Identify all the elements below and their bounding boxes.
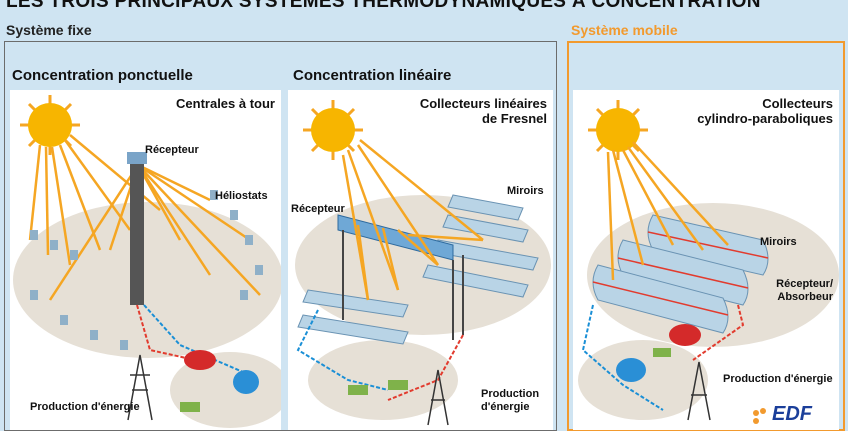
fresnel-receiver-label: Récepteur — [291, 203, 345, 215]
parabolic-title-line2: cylindro-paraboliques — [697, 111, 833, 126]
sun-icon — [303, 100, 363, 160]
fresnel-production-line1: Production — [481, 388, 540, 400]
parabolic-receiver-line2: Absorbeur — [777, 291, 833, 303]
fresnel-mirrors-label: Miroirs — [507, 185, 544, 197]
fresnel-title: Collecteurs linéaires de Fresnel — [420, 96, 547, 126]
pylon-icon — [127, 354, 153, 421]
fresnel-panel: Collecteurs linéaires de Fresnel Récepte… — [288, 90, 553, 430]
fresnel-title-line2: de Fresnel — [481, 111, 547, 126]
fresnel-title-line1: Collecteurs linéaires — [419, 96, 547, 111]
tower-panel: Centrales à tour Récepteur Héliostats Pr… — [10, 90, 281, 430]
fixed-system-label: Système fixe — [6, 22, 92, 38]
tower-production-label: Production d'énergie — [30, 401, 140, 413]
parabolic-mirrors-label: Miroirs — [760, 236, 797, 248]
page-title: LES TROIS PRINCIPAUX SYSTÈMES THERMODYNA… — [6, 0, 761, 12]
parabolic-title: Collecteurs cylindro-paraboliques — [697, 96, 833, 126]
tower-title: Centrales à tour — [176, 96, 275, 111]
tower-receiver-label: Récepteur — [145, 144, 199, 156]
parabolic-receiver-label: Récepteur/ Absorbeur — [776, 278, 833, 304]
mobile-system-label: Système mobile — [571, 22, 678, 38]
point-concentration-heading: Concentration ponctuelle — [12, 67, 193, 84]
sun-icon — [20, 95, 80, 155]
parabolic-receiver-line1: Récepteur/ — [776, 278, 833, 290]
parabolic-panel: Collecteurs cylindro-paraboliques Miroir… — [573, 90, 839, 430]
fresnel-illustration — [295, 100, 551, 426]
pylon-icon — [687, 361, 711, 421]
heliostats-label: Héliostats — [215, 190, 268, 202]
fresnel-production-label: Production d'énergie — [481, 388, 539, 414]
fresnel-production-line2: d'énergie — [481, 401, 530, 413]
edf-logo-text: EDF — [772, 403, 812, 425]
parabolic-title-line1: Collecteurs — [762, 96, 833, 111]
pylon-icon — [427, 369, 449, 426]
parabolic-illustration — [578, 100, 839, 421]
linear-concentration-heading: Concentration linéaire — [293, 67, 452, 84]
sun-icon — [588, 100, 648, 160]
tower-illustration — [13, 95, 281, 428]
parabolic-production-label: Production d'énergie — [723, 373, 833, 385]
